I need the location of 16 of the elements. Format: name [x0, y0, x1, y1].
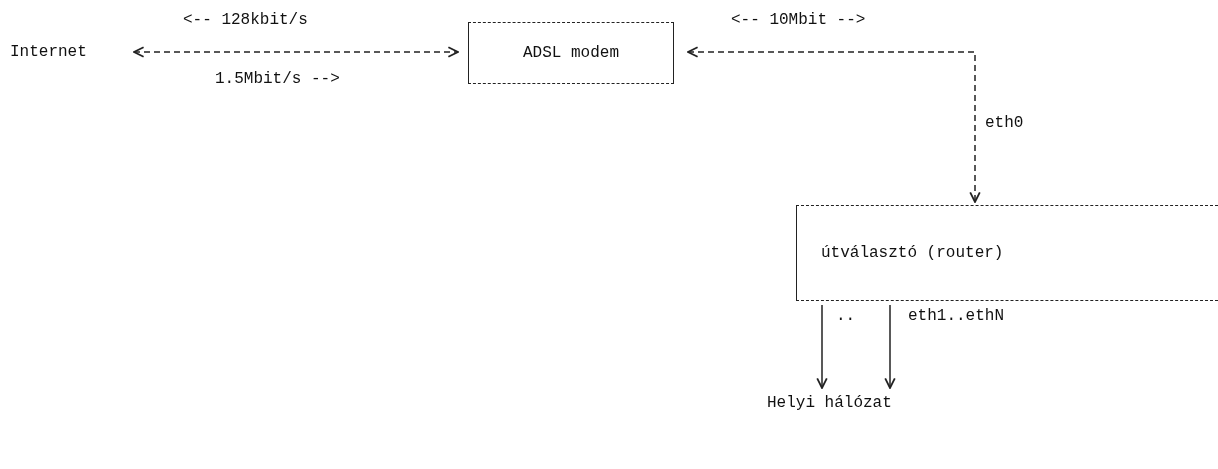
- router-box: [796, 205, 1218, 301]
- speed-label: <-- 10Mbit -->: [731, 10, 866, 30]
- network-label: Internet: [10, 43, 87, 61]
- node-label: ADSL modem: [523, 44, 619, 62]
- arrow: [816, 304, 828, 389]
- arrow: [884, 304, 896, 389]
- speed-label: <-- 128kbit/s: [183, 10, 308, 30]
- modem-box: [468, 22, 674, 84]
- node-label: útválasztó (router): [821, 244, 1004, 262]
- interface-label: eth0: [985, 113, 1024, 133]
- speed-label: 1.5Mbit/s -->: [215, 69, 340, 89]
- arrow: [687, 46, 981, 203]
- network-label: Helyi hálózat: [767, 394, 892, 412]
- interface-label: eth1..ethN: [908, 306, 1004, 326]
- arrow: [133, 46, 459, 58]
- ellipsis-label: ..: [836, 306, 856, 326]
